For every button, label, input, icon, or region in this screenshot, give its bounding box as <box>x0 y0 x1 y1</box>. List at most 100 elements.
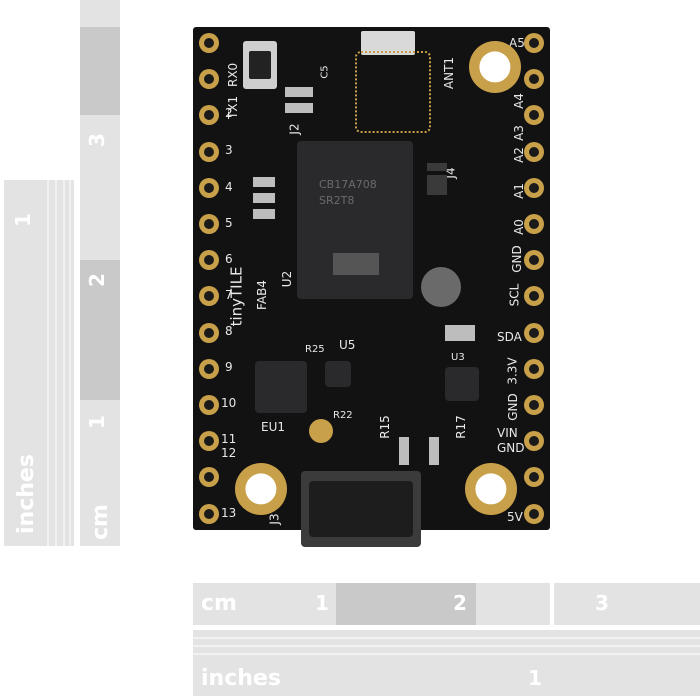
usb-c-connector <box>301 471 421 547</box>
c5-label: C5 <box>319 65 331 79</box>
header-pad <box>199 286 219 307</box>
smd-component <box>285 87 313 97</box>
pin-label-a2: A2 <box>511 147 526 163</box>
u3-label: U3 <box>451 352 465 363</box>
header-pad <box>524 214 544 234</box>
cm-number-3: 3 <box>84 133 109 147</box>
vertical-inch-ticks <box>47 180 71 546</box>
pin-label-3v3: 3.3V <box>505 357 520 385</box>
vertical-cm-ruler: 3 2 1 cm <box>80 0 120 546</box>
smd-component <box>285 103 313 113</box>
reset-button-cap <box>249 51 271 79</box>
pin-label-2: 2 <box>225 106 233 120</box>
header-pad <box>524 105 544 126</box>
ruler-divider <box>550 583 554 625</box>
pin-label-a4: A4 <box>511 93 526 109</box>
chip-marking-2: SR2T8 <box>319 194 355 207</box>
fab-label: FAB4 <box>254 280 269 310</box>
header-pad <box>199 395 219 415</box>
smd-component <box>445 325 475 341</box>
j2-label: J2 <box>287 123 302 135</box>
smd-component <box>427 163 447 171</box>
inch-number-1: 1 <box>528 666 542 690</box>
smd-component <box>253 209 275 219</box>
r25-label: R25 <box>305 344 325 355</box>
header-pad <box>199 503 219 524</box>
usb-c-port <box>309 481 413 537</box>
horizontal-inch-ticks <box>193 637 700 655</box>
pin-label-10: 10 <box>221 396 237 410</box>
header-pad <box>524 395 544 415</box>
cm-label: cm <box>88 504 113 540</box>
pin-label-a0: A0 <box>511 219 526 235</box>
header-pad <box>199 467 219 488</box>
main-module-u2: CB17A708 SR2T8 <box>297 141 413 299</box>
pin-label-a1: A1 <box>511 183 526 199</box>
smd-component <box>429 437 439 465</box>
header-pad <box>199 105 219 126</box>
mounting-hole <box>465 463 517 515</box>
pin-label-13: 13 <box>221 506 237 520</box>
r15-label: R15 <box>377 415 392 439</box>
header-pad <box>524 503 544 524</box>
cm-number-3: 3 <box>595 591 609 615</box>
eu1-chip <box>255 361 307 413</box>
reset-button <box>243 41 277 89</box>
u3-chip <box>445 367 479 401</box>
ruler-block <box>80 27 120 115</box>
pin-label-3: 3 <box>225 143 233 157</box>
header-pad <box>524 358 544 379</box>
header-pad <box>199 69 219 90</box>
header-pad <box>199 214 219 234</box>
mounting-hole <box>235 463 287 515</box>
horizontal-inch-ruler: inches 1 <box>193 630 700 696</box>
pin-label-4: 4 <box>225 180 233 194</box>
smd-component <box>399 437 409 465</box>
header-pad <box>524 177 544 198</box>
inches-label: inches <box>14 454 39 534</box>
mounting-hole <box>469 41 521 93</box>
header-pad <box>524 141 544 162</box>
cm-number-2: 2 <box>84 273 109 287</box>
brand-label: tinyTILE <box>227 266 246 327</box>
tinytile-board: RX0 TX1 2 3 4 5 6 7 8 9 10 11 12 13 A5 A… <box>193 27 550 547</box>
pin-label-12: 12 <box>221 446 237 460</box>
header-pad <box>199 358 219 379</box>
pin-label-6: 6 <box>225 252 233 266</box>
pin-label-gnd-1: GND <box>509 245 524 273</box>
pin-label-5: 5 <box>225 216 233 230</box>
header-pad <box>199 33 219 53</box>
pin-label-scl: SCL <box>507 283 522 307</box>
header-pad <box>524 431 544 452</box>
smd-component <box>253 177 275 187</box>
header-pad <box>524 33 544 53</box>
cm-number-1: 1 <box>84 415 109 429</box>
u2-label: U2 <box>280 270 295 288</box>
r17-label: R17 <box>453 415 468 439</box>
inches-label: inches <box>201 666 281 691</box>
pin-label-9: 9 <box>225 360 233 374</box>
j3-label: J3 <box>267 513 282 525</box>
header-pad <box>199 431 219 452</box>
header-pad <box>199 322 219 343</box>
cm-label: cm <box>201 591 237 616</box>
pin-label-gnd-2: GND <box>505 393 520 421</box>
rf-shield-outline <box>355 51 431 133</box>
u5-label: U5 <box>339 338 356 352</box>
header-pad <box>199 250 219 271</box>
header-pad <box>524 250 544 271</box>
pin-label-8: 8 <box>225 324 233 338</box>
inch-number-1: 1 <box>10 213 35 227</box>
pin-label-vin: VIN <box>497 426 518 440</box>
datamatrix-code <box>333 253 379 275</box>
cm-number-1: 1 <box>315 591 329 615</box>
header-pad <box>524 322 544 343</box>
header-pad <box>199 177 219 198</box>
horizontal-cm-ruler: cm 1 2 3 <box>193 583 700 625</box>
pin-label-gnd-3: GND <box>497 441 525 455</box>
pin-label-11: 11 <box>221 432 237 446</box>
header-pad <box>524 467 544 488</box>
chip-marking-1: CB17A708 <box>319 178 377 191</box>
pin-label-a3: A3 <box>511 125 526 141</box>
test-point <box>309 419 333 443</box>
